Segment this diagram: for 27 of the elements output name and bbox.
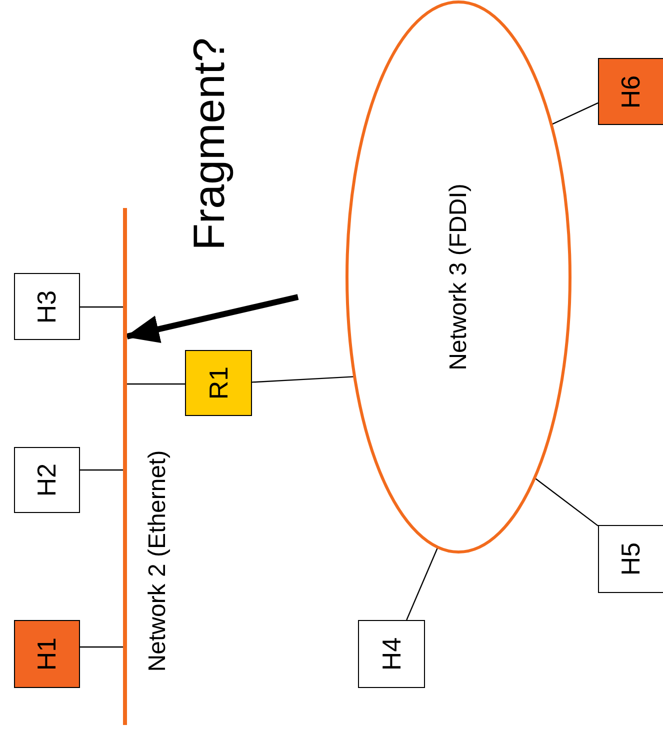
host-box	[598, 58, 663, 125]
node-label: H3	[32, 290, 62, 324]
router-box	[185, 350, 252, 416]
link-line	[552, 102, 598, 125]
question-label: Fragment?	[185, 38, 235, 250]
link-line	[127, 383, 185, 385]
node-label: H2	[32, 463, 62, 497]
link-line	[80, 646, 123, 648]
link-line	[80, 469, 123, 471]
node-label: H4	[376, 637, 407, 671]
link-line	[252, 376, 354, 383]
host-box	[14, 273, 80, 340]
link-line	[535, 478, 598, 526]
node-label: H6	[616, 74, 646, 108]
node-label: H1	[32, 637, 62, 671]
link-line	[406, 548, 438, 620]
node-label: R1	[203, 366, 234, 400]
network-ellipse	[345, 0, 572, 554]
host-box	[14, 447, 80, 513]
link-line	[80, 306, 123, 308]
host-box	[358, 620, 425, 688]
host-box	[14, 620, 80, 688]
arrow	[125, 294, 299, 343]
network-label: Network 3 (FDDI)	[444, 184, 472, 370]
host-box	[598, 525, 663, 593]
network-label: Network 2 (Ethernet)	[144, 450, 172, 672]
node-label: H5	[616, 542, 646, 576]
